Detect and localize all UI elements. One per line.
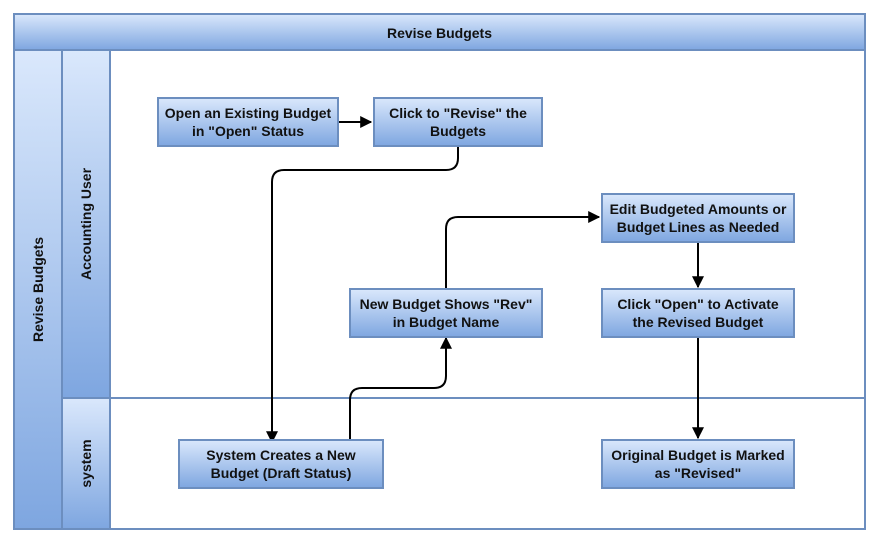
node-edit-budgeted-amounts-line-1: Edit Budgeted Amounts or — [610, 201, 787, 217]
pool-side-header — [13, 49, 63, 530]
node-original-budget-marked-line-2: as "Revised" — [655, 465, 741, 481]
node-click-open-activate: Click "Open" to Activate the Revised Bud… — [601, 288, 795, 338]
lane-accounting-user-label: Accounting User — [78, 167, 94, 280]
node-click-open-activate-line-2: the Revised Budget — [633, 314, 764, 330]
node-edit-budgeted-amounts-line-2: Budget Lines as Needed — [617, 219, 780, 235]
pool-side-label: Revise Budgets — [30, 237, 46, 342]
node-open-existing-budget-line-2: in "Open" Status — [192, 123, 304, 139]
node-edit-budgeted-amounts: Edit Budgeted Amounts or Budget Lines as… — [601, 193, 795, 243]
node-click-open-activate-line-1: Click "Open" to Activate — [617, 296, 779, 312]
node-system-creates-new-budget-line-2: Budget (Draft Status) — [211, 465, 352, 481]
node-original-budget-marked: Original Budget is Marked as "Revised" — [601, 439, 795, 489]
node-new-budget-shows-rev-line-2: in Budget Name — [393, 314, 500, 330]
edge-revise-to-system-creates — [266, 146, 459, 444]
node-original-budget-marked-line-1: Original Budget is Marked — [611, 447, 784, 463]
node-open-existing-budget-line-1: Open an Existing Budget — [165, 105, 332, 121]
node-click-revise-line-1: Click to "Revise" the — [389, 105, 527, 121]
node-click-revise: Click to "Revise" the Budgets — [373, 97, 543, 147]
pool-header — [13, 13, 866, 51]
node-new-budget-shows-rev-line-1: New Budget Shows "Rev" — [360, 296, 533, 312]
node-system-creates-new-budget-line-1: System Creates a New — [206, 447, 356, 463]
lane-system-label: system — [78, 439, 94, 487]
lane-system-header — [61, 397, 111, 530]
edge-system-creates-to-new-budget — [349, 336, 452, 439]
node-click-revise-line-2: Budgets — [430, 123, 486, 139]
node-open-existing-budget: Open an Existing Budget in "Open" Status — [157, 97, 339, 147]
node-new-budget-shows-rev: New Budget Shows "Rev" in Budget Name — [349, 288, 543, 338]
node-system-creates-new-budget: System Creates a New Budget (Draft Statu… — [178, 439, 384, 489]
pool-title: Revise Budgets — [387, 25, 492, 41]
edge-new-budget-to-edit — [445, 211, 601, 288]
